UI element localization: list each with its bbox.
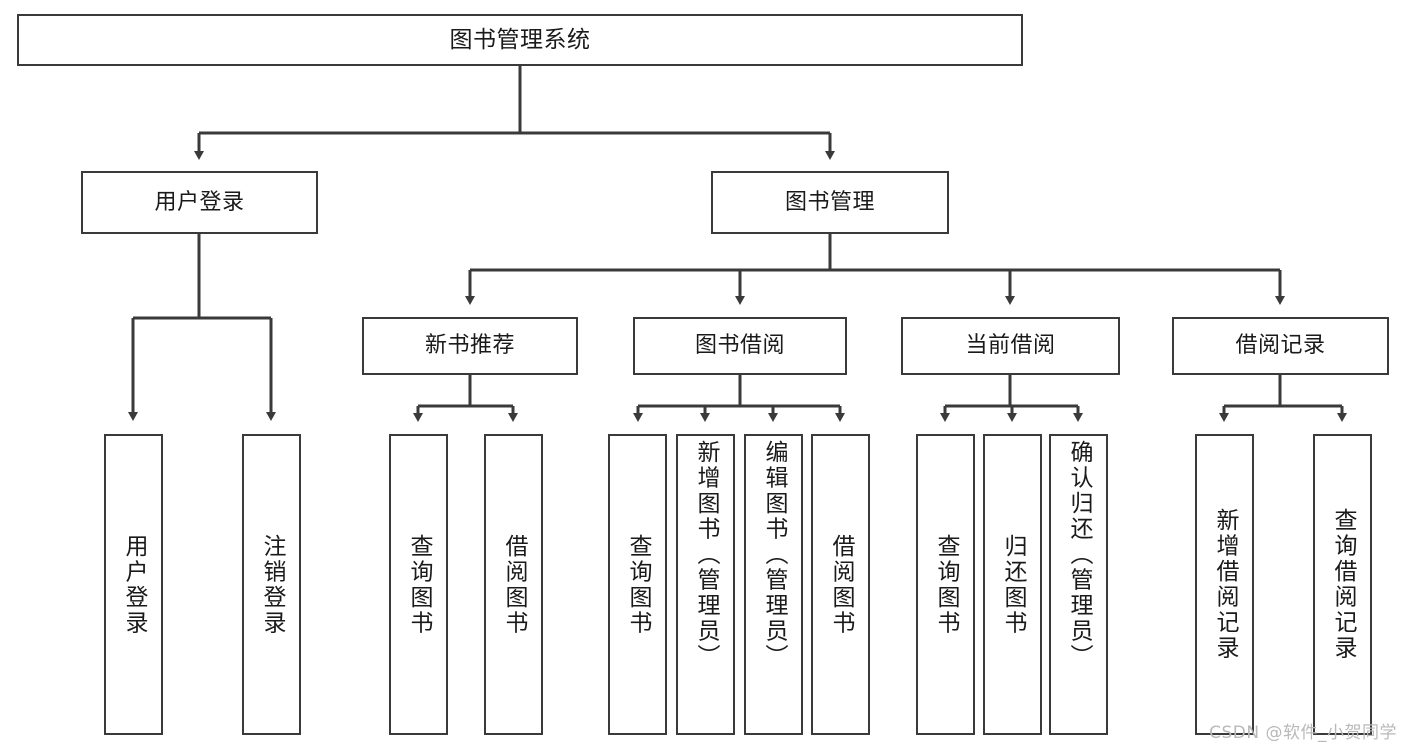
leaf-borrow-borrow-book[interactable]: 借阅图书 [811,434,870,735]
node-label: 用户登录 [121,533,147,636]
leaf-borrow-add-book-admin[interactable]: 新增图书（管理员） [676,434,735,735]
node-label: 借阅图书 [501,533,527,636]
leaf-new-book-borrow-book[interactable]: 借阅图书 [484,434,543,735]
node-book-borrow[interactable]: 图书借阅 [633,317,847,375]
node-label: 查询图书 [933,533,959,636]
node-label: 查询图书 [625,533,651,636]
node-label: 新增借阅记录 [1212,508,1238,661]
node-user-login[interactable]: 用户登录 [81,171,318,234]
node-book-management[interactable]: 图书管理 [711,171,949,234]
leaf-current-query-book[interactable]: 查询图书 [916,434,975,735]
node-label: 借阅记录 [1235,333,1326,359]
leaf-current-return-book[interactable]: 归还图书 [983,434,1042,735]
node-label: 确认归还（管理员） [1066,440,1092,670]
node-label: 图书管理系统 [449,26,591,53]
node-current-borrow[interactable]: 当前借阅 [901,317,1120,375]
leaf-borrow-edit-book-admin[interactable]: 编辑图书（管理员） [744,434,803,735]
leaf-current-confirm-return-admin[interactable]: 确认归还（管理员） [1049,434,1108,735]
leaf-user-login-logout[interactable]: 注销登录 [242,434,301,735]
node-label: 归还图书 [1000,533,1026,636]
node-label: 当前借阅 [965,333,1056,359]
node-label: 查询图书 [406,533,432,636]
node-label: 用户登录 [154,189,245,215]
node-label: 新书推荐 [424,333,515,359]
node-borrow-record[interactable]: 借阅记录 [1172,317,1389,375]
node-new-book-recommend[interactable]: 新书推荐 [362,317,578,375]
leaf-new-book-query-book[interactable]: 查询图书 [389,434,448,735]
leaf-user-login-login[interactable]: 用户登录 [104,434,163,735]
node-root-book-management-system[interactable]: 图书管理系统 [17,14,1023,66]
leaf-record-query-record[interactable]: 查询借阅记录 [1313,434,1372,735]
node-label: 注销登录 [259,533,285,636]
node-label: 编辑图书（管理员） [761,440,787,670]
node-label: 新增图书（管理员） [693,440,719,670]
node-label: 查询借阅记录 [1330,508,1356,661]
node-label: 图书管理 [784,189,875,215]
leaf-record-add-record[interactable]: 新增借阅记录 [1195,434,1254,735]
node-label: 借阅图书 [828,533,854,636]
node-label: 图书借阅 [694,333,785,359]
leaf-borrow-query-book[interactable]: 查询图书 [608,434,667,735]
